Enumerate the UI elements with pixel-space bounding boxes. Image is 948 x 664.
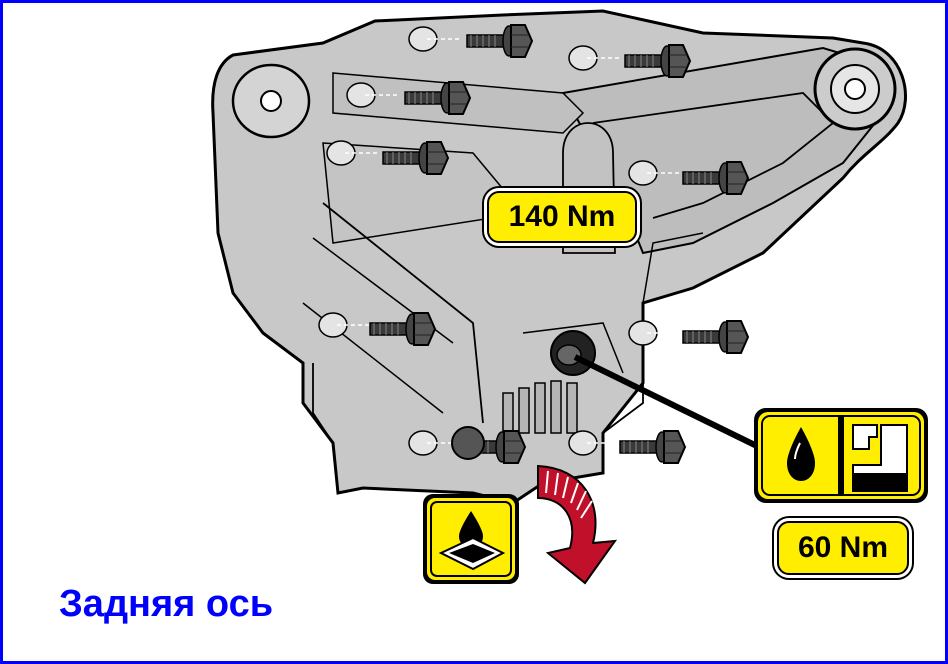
filler-plug — [550, 330, 596, 376]
diagram-caption: Задняя ось — [59, 583, 274, 625]
rear-axle-drawing — [211, 9, 928, 585]
torque-label-bolts: 140 Nm — [487, 191, 637, 243]
oil-level-symbol-box — [754, 408, 928, 503]
leader-line — [573, 354, 765, 452]
bolt-bottom-right — [619, 430, 686, 464]
oil-drop-into-pan-icon — [423, 494, 519, 584]
bolt-lower-right — [682, 320, 749, 354]
curved-arrow-down-icon — [537, 464, 618, 585]
torque-label-drain-plug: 60 Nm — [777, 521, 909, 575]
oil-drop-icon — [787, 427, 815, 481]
oil-filler-level-icon — [852, 424, 908, 492]
